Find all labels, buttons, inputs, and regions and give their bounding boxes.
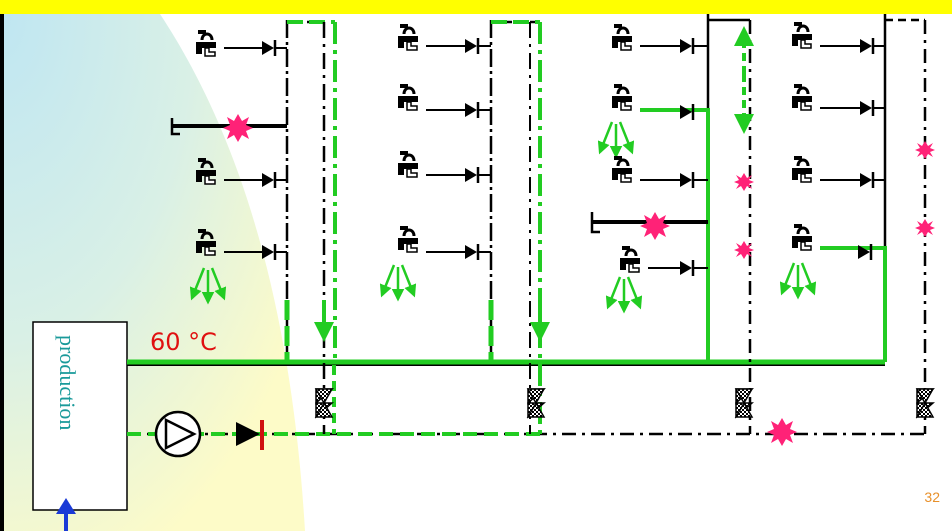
feed-arrow-head [56, 498, 76, 514]
leak-burst-icon [223, 114, 253, 142]
check-valve-icon [426, 100, 491, 120]
valve-icon [315, 388, 333, 418]
temperature-label: 60 °C [150, 328, 217, 356]
header-band [0, 0, 952, 14]
check-valve-icon [820, 98, 885, 118]
leak-burst-icon [640, 212, 670, 240]
riser-3 [640, 14, 754, 434]
check-valve-icon [236, 420, 264, 450]
check-valve-icon [820, 36, 885, 56]
check-valve-icon [820, 170, 885, 190]
left-frame [0, 14, 4, 531]
riser-2 [488, 20, 550, 434]
production-unit [32, 321, 128, 511]
check-valve-icon [640, 36, 708, 56]
check-valve-icon [640, 170, 708, 190]
check-valve-icon [426, 36, 491, 56]
pump-icon [154, 410, 202, 458]
check-valve-icon [648, 258, 708, 278]
production-label: production [55, 335, 80, 430]
leak-burst-icon [767, 418, 797, 446]
check-valve-icon [426, 242, 491, 262]
riser-1 [284, 20, 337, 434]
valve-icon [916, 388, 934, 418]
page-number: 32 [924, 489, 940, 505]
check-valve-icon [224, 38, 287, 58]
check-valve-icon [224, 242, 287, 262]
leak-burst-icon [734, 173, 754, 191]
leak-burst-icon [915, 141, 935, 159]
valve-icon [735, 388, 753, 418]
check-valve-icon [224, 170, 287, 190]
leak-burst-icon [734, 241, 754, 259]
valve-icon [527, 388, 545, 418]
leak-burst-icon [915, 219, 935, 237]
check-valve-icon [426, 165, 491, 185]
